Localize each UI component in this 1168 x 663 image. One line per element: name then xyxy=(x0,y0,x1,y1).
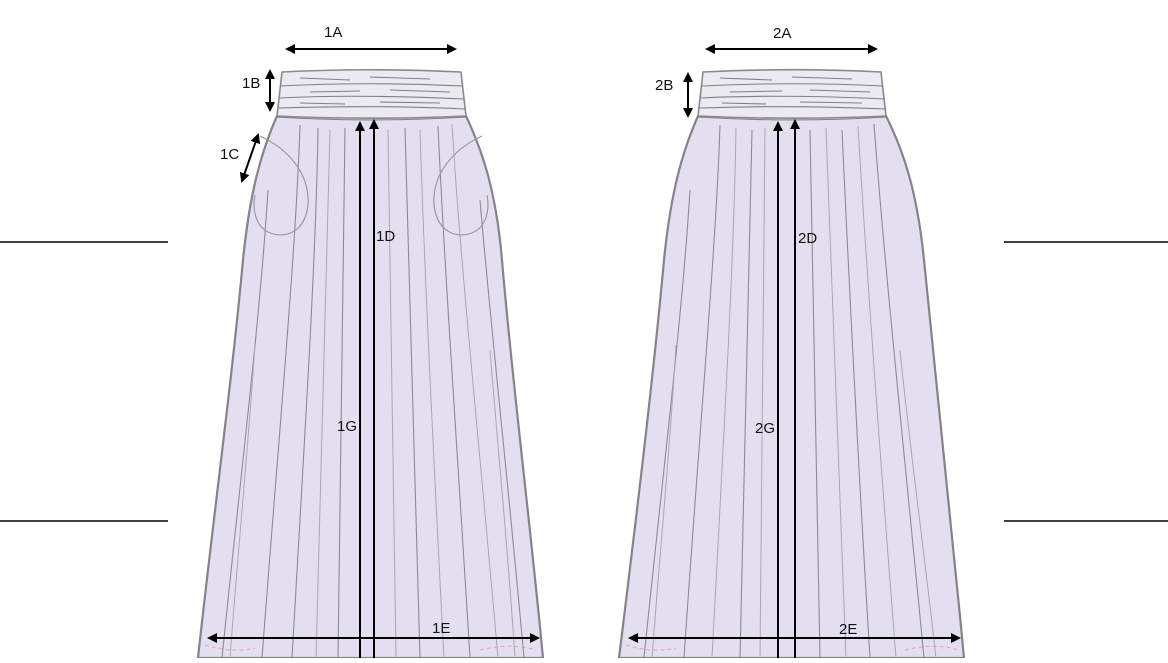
label-1e: 1E xyxy=(432,620,450,637)
back-folds xyxy=(643,123,937,659)
front-pocket-right xyxy=(433,135,489,236)
label-1c: 1C xyxy=(220,146,239,163)
label-1a: 1A xyxy=(324,24,342,41)
back-skirt-body xyxy=(617,114,966,660)
back-measurements xyxy=(628,44,961,658)
label-2e: 2E xyxy=(839,621,857,638)
label-2a: 2A xyxy=(773,25,791,42)
front-skirt-body xyxy=(196,114,545,660)
label-1b: 1B xyxy=(242,75,260,92)
front-pocket-left xyxy=(253,135,309,236)
label-2g: 2G xyxy=(755,420,775,437)
front-hem-stitch xyxy=(204,644,537,651)
front-waistband xyxy=(276,68,467,120)
back-waistband xyxy=(697,68,887,120)
label-2b: 2B xyxy=(655,77,673,94)
front-measurements xyxy=(207,44,540,658)
front-arrow-1c xyxy=(239,133,261,183)
label-2d: 2D xyxy=(798,230,817,247)
front-skirt xyxy=(196,68,545,660)
label-1g: 1G xyxy=(337,418,357,435)
back-waistband-gathers xyxy=(698,76,887,110)
front-waistband-gathers xyxy=(277,76,466,110)
back-hem-stitch xyxy=(625,644,959,651)
label-1d: 1D xyxy=(376,228,395,245)
back-skirt xyxy=(617,68,966,660)
